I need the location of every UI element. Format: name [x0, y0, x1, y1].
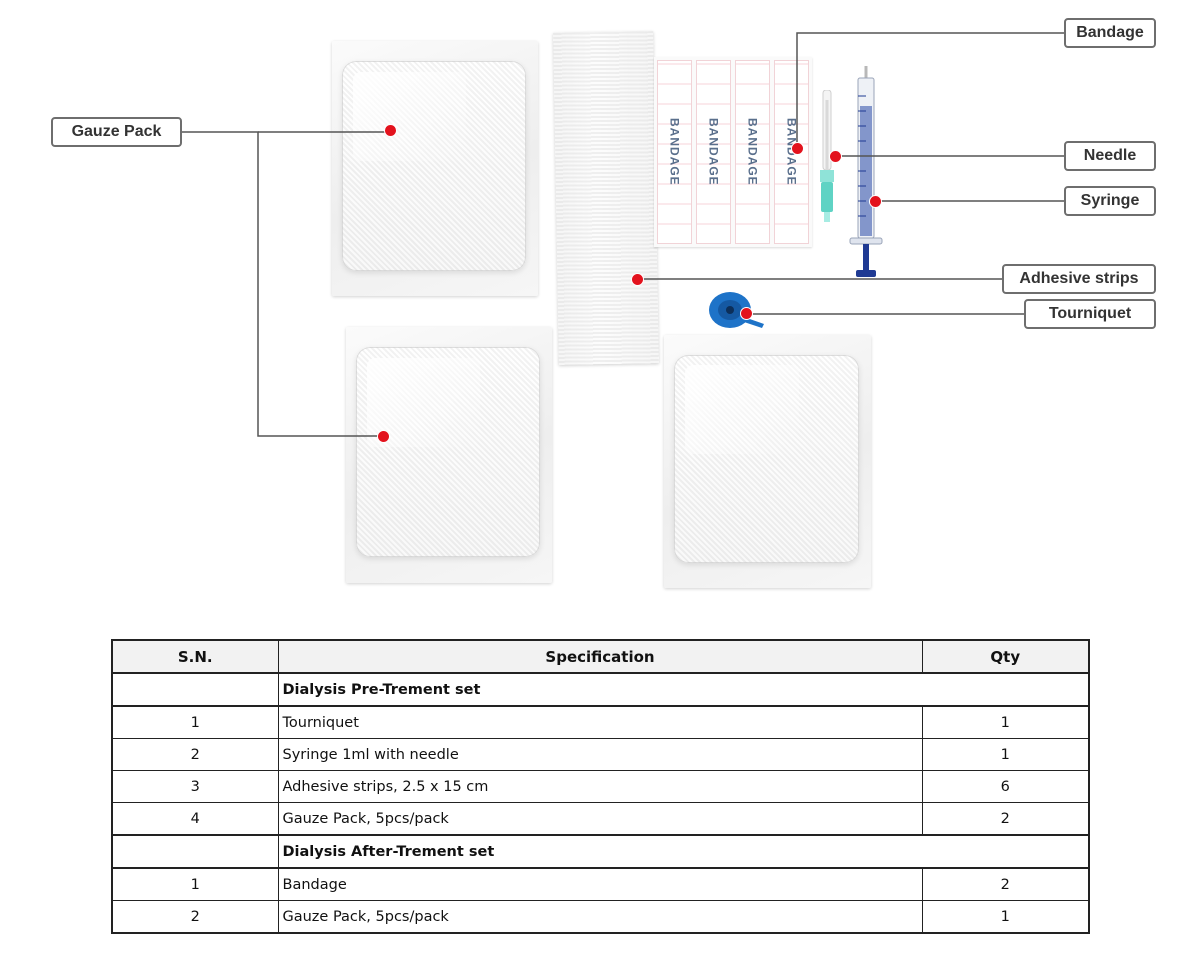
gauze-pack-top-left [332, 41, 538, 296]
marker-dot [377, 430, 390, 443]
table-row: 1 Bandage 2 [111, 867, 1090, 901]
marker-dot [631, 273, 644, 286]
bandage-strip: BANDAGE [696, 60, 731, 244]
product-photo: BANDAGE BANDAGE BANDAGE BANDAGE [51, 18, 1156, 588]
syringe-label: Syringe [1064, 186, 1156, 216]
leader-lines [182, 32, 1064, 437]
table-row: 2 Syringe 1ml with needle 1 [111, 738, 1090, 771]
cell-qty: 1 [921, 705, 1090, 739]
specification-table: S.N. Specification Qty Dialysis Pre-Trem… [111, 639, 1090, 934]
section-row-pre-treatment: Dialysis Pre-Trement set [111, 672, 1090, 707]
cell-spec: Adhesive strips, 2.5 x 15 cm [277, 770, 923, 803]
header-qty: Qty [921, 639, 1090, 674]
cell-sn: 3 [111, 770, 279, 803]
cell-spec: Tourniquet [277, 705, 923, 739]
cell-sn: 4 [111, 802, 279, 836]
bandage-label: Bandage [1064, 18, 1156, 48]
cell-qty: 6 [921, 770, 1090, 803]
adhesive-strips-label: Adhesive strips [1002, 264, 1156, 294]
marker-dot [829, 150, 842, 163]
tourniquet-label: Tourniquet [1024, 299, 1156, 329]
cell-spec: Gauze Pack, 5pcs/pack [277, 802, 923, 836]
gauze-pack-label: Gauze Pack [51, 117, 182, 147]
needle-label: Needle [1064, 141, 1156, 171]
cell-sn: 2 [111, 900, 279, 934]
gauze-pack-bottom-left [346, 327, 552, 583]
header-sn: S.N. [111, 639, 279, 674]
table-row: 1 Tourniquet 1 [111, 705, 1090, 739]
cell-qty: 2 [921, 867, 1090, 901]
table-header-row: S.N. Specification Qty [111, 639, 1090, 674]
cell-sn: 2 [111, 738, 279, 771]
table-row: 3 Adhesive strips, 2.5 x 15 cm 6 [111, 770, 1090, 803]
cell-spec: Gauze Pack, 5pcs/pack [277, 900, 923, 934]
bandage-sheet: BANDAGE BANDAGE BANDAGE BANDAGE [654, 57, 812, 247]
gauze-pack-bottom-right [664, 335, 871, 588]
cell-qty: 2 [921, 802, 1090, 836]
header-specification: Specification [277, 639, 923, 674]
marker-dot [869, 195, 882, 208]
table-row: 2 Gauze Pack, 5pcs/pack 1 [111, 900, 1090, 934]
marker-dot [740, 307, 753, 320]
table-row: 4 Gauze Pack, 5pcs/pack 2 [111, 802, 1090, 836]
needle-image [820, 90, 834, 222]
section-title: Dialysis Pre-Trement set [277, 672, 1090, 707]
marker-dot [791, 142, 804, 155]
cell-spec: Syringe 1ml with needle [277, 738, 923, 771]
marker-dot [384, 124, 397, 137]
bandage-strip: BANDAGE [657, 60, 692, 244]
cell-qty: 1 [921, 900, 1090, 934]
section-row-after-treatment: Dialysis After-Trement set [111, 834, 1090, 869]
cell-spec: Bandage [277, 867, 923, 901]
cell-sn: 1 [111, 867, 279, 901]
section-title: Dialysis After-Trement set [277, 834, 1090, 869]
bandage-strip: BANDAGE [735, 60, 770, 244]
cell-sn: 1 [111, 705, 279, 739]
cell-qty: 1 [921, 738, 1090, 771]
